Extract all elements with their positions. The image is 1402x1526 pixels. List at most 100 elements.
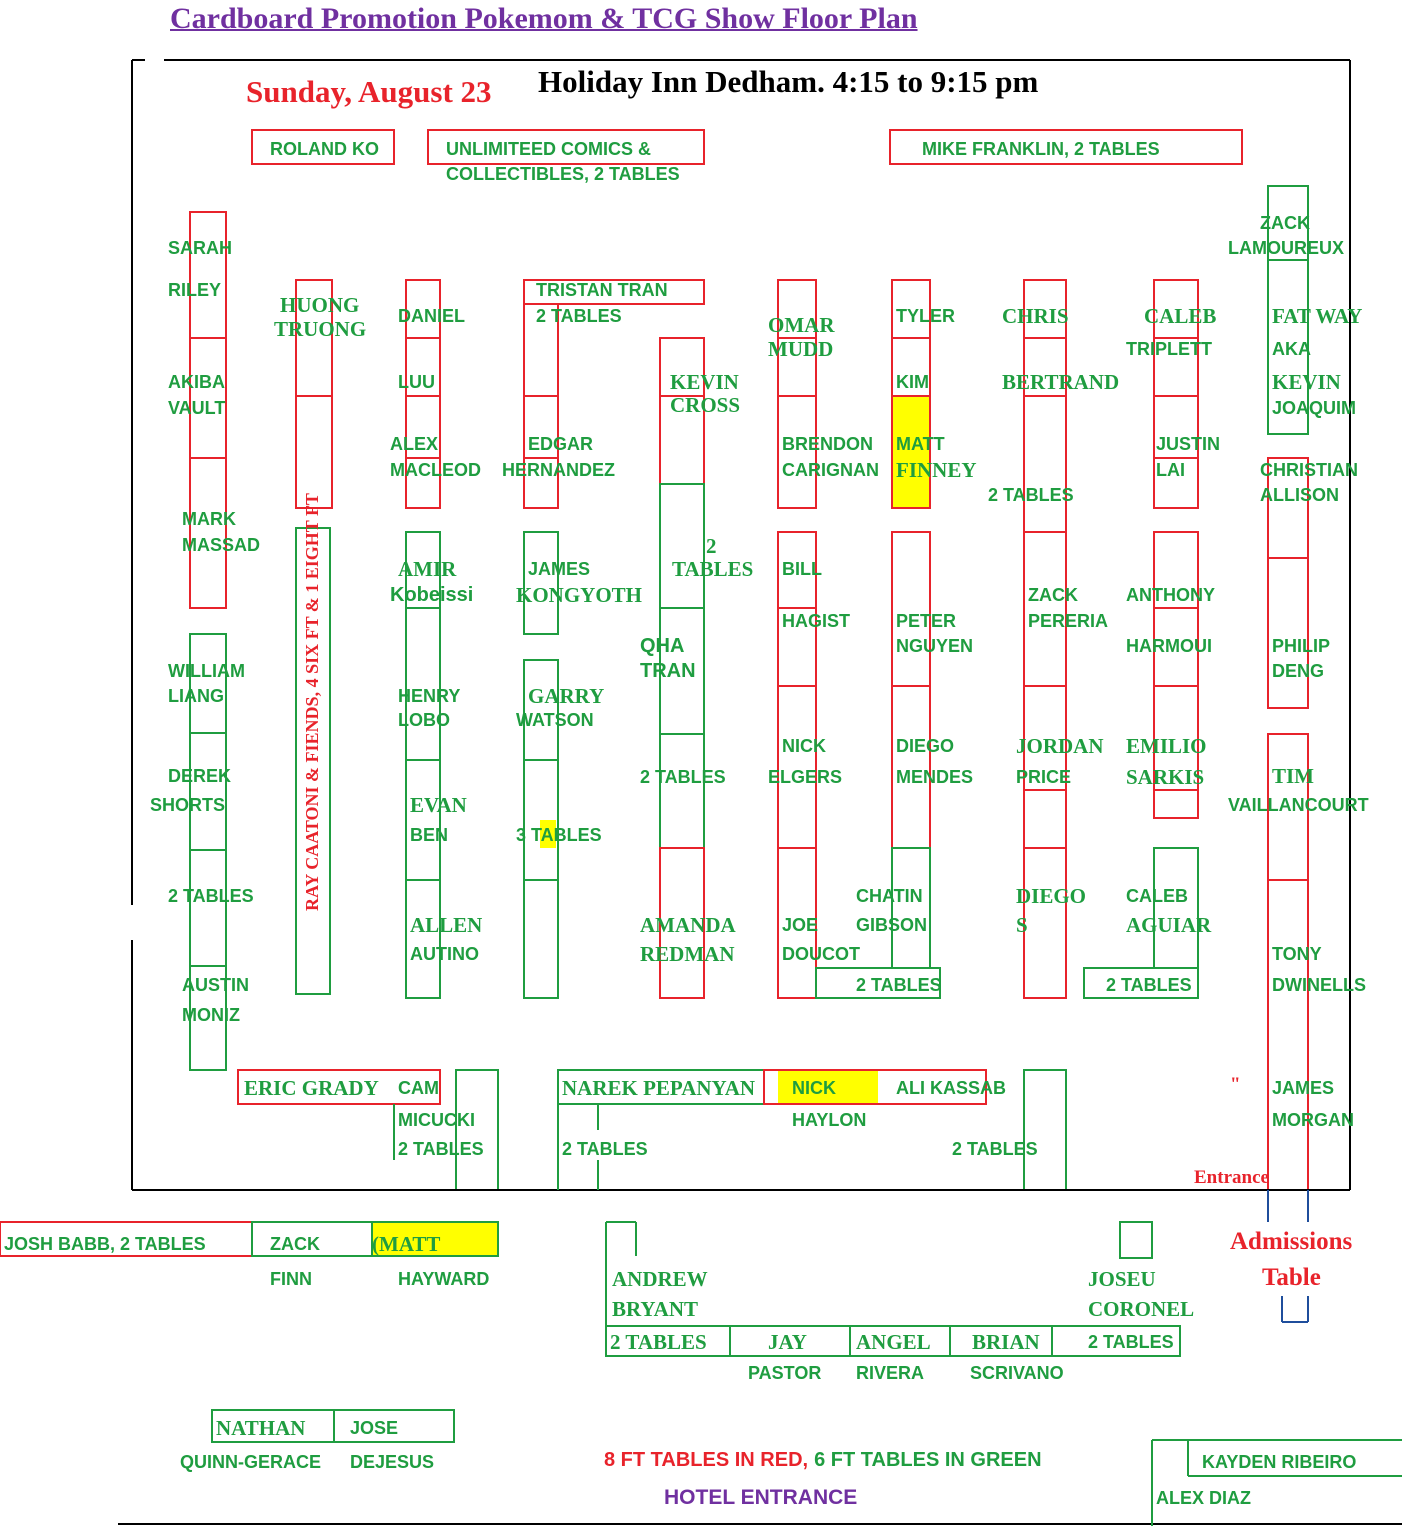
booth-name: NICK	[792, 1078, 836, 1098]
booth-name: NICK	[782, 736, 826, 756]
table-8ft	[889, 129, 1243, 165]
booth-name: PERERIA	[1028, 611, 1109, 631]
table-8ft	[427, 129, 705, 165]
booth-name: ALLEN	[410, 913, 483, 937]
booth-name: GARRY	[528, 684, 605, 708]
booth-name: JOSH BABB, 2 TABLES	[4, 1234, 206, 1254]
table-count: 2 TABLES	[952, 1139, 1038, 1159]
venue-time: Holiday Inn Dedham. 4:15 to 9:15 pm	[538, 64, 1039, 99]
booth-name: KONGYOTH	[516, 583, 643, 607]
booth-name: DANIEL	[398, 306, 465, 326]
booth-name: HENRY	[398, 686, 461, 706]
booth-name: TONY	[1272, 944, 1322, 964]
table-8ft	[189, 211, 227, 609]
booth-name: NATHAN	[216, 1416, 306, 1440]
booth-name: PETER	[896, 611, 957, 631]
booth-name: CALEB	[1144, 304, 1217, 328]
booth-name: BERTRAND	[1002, 370, 1120, 394]
booth-name: CARIGNAN	[782, 460, 879, 480]
booth-name: (MATT	[372, 1232, 441, 1256]
highlight-matt-finney	[892, 396, 930, 508]
table-6ft	[405, 531, 441, 999]
legend-green: 6 FT TABLES IN GREEN	[814, 1449, 1042, 1471]
booth-name: AGUIAR	[1126, 913, 1212, 937]
booth-name: JUSTIN	[1156, 434, 1221, 454]
booth-name: PHILIP	[1272, 636, 1331, 656]
event-date: Sunday, August 23	[246, 74, 492, 109]
booth-name: BRYANT	[612, 1297, 699, 1321]
booth-name: S	[1016, 913, 1028, 937]
booth-name: LAI	[1156, 460, 1185, 480]
booth-name: DIEGO	[1016, 884, 1087, 908]
booth-name: CROSS	[670, 393, 741, 417]
booth-name: DWINELLS	[1272, 975, 1366, 995]
table-6ft	[371, 1221, 499, 1257]
booth-name: BRIAN	[972, 1330, 1040, 1354]
booth-name: ZACK	[270, 1234, 320, 1254]
table-8ft	[777, 279, 817, 509]
table-6ft	[295, 527, 331, 995]
booth-name: TRIPLETT	[1126, 339, 1212, 359]
booth-name: COLLECTIBLES, 2 TABLES	[446, 164, 680, 184]
booth-name: QUINN-GERACE	[180, 1452, 322, 1472]
table-6ft	[523, 531, 559, 635]
booth-name: MIKE FRANKLIN, 2 TABLES	[922, 139, 1160, 159]
booth-name: ELGERS	[768, 767, 843, 787]
table-6ft	[523, 659, 559, 999]
legend: 8 FT TABLES IN RED,6 FT TABLES IN GREEN	[604, 1449, 1042, 1472]
booth-name: CHATIN	[856, 886, 923, 906]
table-6ft	[1083, 967, 1199, 999]
page-title: Cardboard Promotion Pokemom & TCG Show F…	[170, 2, 918, 35]
table-8ft	[659, 847, 705, 999]
table-8ft	[523, 303, 559, 509]
table-8ft	[891, 279, 931, 509]
table-count: 3 TABLES	[516, 825, 602, 845]
booth-name: MONIZ	[182, 1005, 240, 1025]
table-8ft	[1023, 279, 1067, 999]
booth-name: ALEX	[390, 434, 439, 454]
table-count: 2 TABLES	[610, 1330, 707, 1354]
booth-name: JOE	[782, 915, 819, 935]
booth-name: KEVIN	[670, 370, 739, 394]
booth-name: CHRIS	[1002, 304, 1069, 328]
booth-name: CHRISTIAN	[1260, 460, 1358, 480]
booth-name: VAILLANCOURT	[1228, 795, 1369, 815]
table-8ft	[1267, 457, 1309, 709]
booth-name: AUSTIN	[182, 975, 249, 995]
booth-name: DOUCOT	[782, 944, 860, 964]
booth-name: BEN	[410, 825, 449, 845]
booth-name: PRICE	[1016, 767, 1072, 787]
table-8ft	[523, 279, 705, 305]
highlight-3-tables	[540, 820, 556, 848]
table-8ft	[891, 531, 931, 849]
booth-name: TIM	[1272, 764, 1314, 788]
booth-name: AKIBA	[168, 372, 225, 392]
table-6ft	[815, 967, 941, 999]
booth-name: ZACK	[1260, 213, 1310, 233]
booth-name: NGUYEN	[896, 636, 974, 656]
table-count: TABLES	[672, 557, 754, 581]
booth-name: JOAQUIM	[1272, 398, 1357, 418]
booth-name: EVAN	[410, 793, 467, 817]
booth-name: AMANDA	[640, 913, 736, 937]
booth-name: VAULT	[168, 398, 226, 418]
booth-name: SHORTS	[150, 795, 226, 815]
booth-name: CORONEL	[1088, 1297, 1195, 1321]
booth-name: HAYLON	[792, 1110, 867, 1130]
table-6ft	[189, 633, 227, 1071]
booth-name: JORDAN	[1016, 734, 1104, 758]
table-count: 2 TABLES	[856, 975, 942, 995]
booth-name: CALEB	[1126, 886, 1188, 906]
table-count: 2 TABLES	[562, 1139, 648, 1159]
booth-name: TRUONG	[274, 317, 367, 341]
booth-name: BRENDON	[782, 434, 874, 454]
booth-name: JOSEU	[1088, 1267, 1156, 1291]
booth-name: LUU	[398, 372, 435, 392]
booth-name: MARK	[182, 509, 236, 529]
table-6ft	[1023, 1069, 1067, 1191]
booth-name: BILL	[782, 559, 822, 579]
booth-name: MATT	[896, 434, 945, 454]
booth-name: HUONG	[280, 293, 360, 317]
booth-name: FINNEY	[896, 458, 977, 482]
